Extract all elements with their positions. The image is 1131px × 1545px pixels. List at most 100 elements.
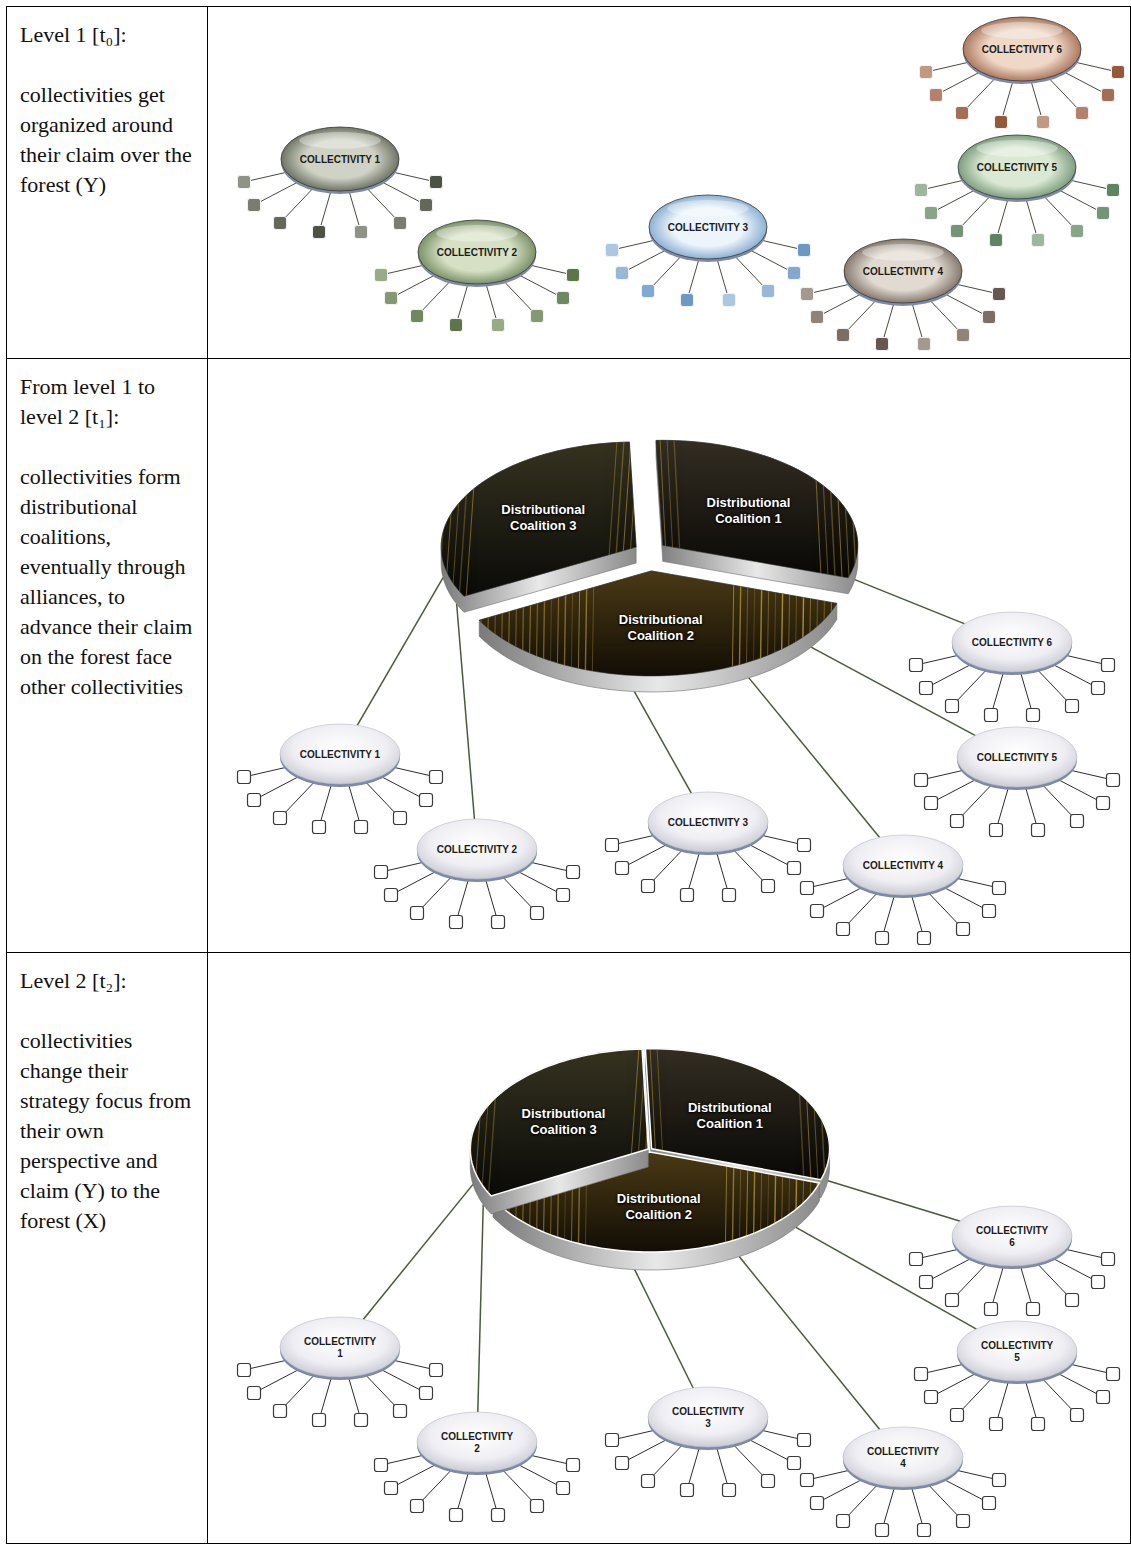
alliance-line <box>811 647 975 735</box>
forest-streak <box>739 568 741 694</box>
coalition-slice: Distributional Coalition 3 <box>468 1047 651 1216</box>
member-square <box>1071 815 1084 828</box>
member-square <box>946 1294 959 1307</box>
member-square <box>811 905 824 918</box>
member-square <box>411 310 424 323</box>
member-square <box>1027 1303 1040 1316</box>
member-square <box>616 1457 629 1470</box>
member-square <box>915 1368 928 1381</box>
forest-streak <box>626 440 638 615</box>
stage-description: collectivities change their strategy foc… <box>20 1026 199 1236</box>
member-square <box>983 905 996 918</box>
member-square <box>993 288 1006 301</box>
member-square <box>1097 1391 1110 1404</box>
member-square <box>925 207 938 220</box>
member-square <box>450 319 463 332</box>
forest-streak <box>816 1149 818 1272</box>
member-square <box>1032 234 1045 247</box>
collectivity-ellipse: COLLECTIVITY 2 <box>416 1410 538 1476</box>
stage-heading: From level 1 to level 2 [t₁]: <box>20 372 199 432</box>
gloss-highlight <box>299 132 381 149</box>
plain-disc <box>952 1206 1072 1266</box>
forest-streak <box>451 440 463 615</box>
collectivity-ellipse: COLLECTIVITY 2 <box>416 817 538 883</box>
forest-streak <box>802 568 804 694</box>
plain-disc <box>280 724 400 784</box>
member-square <box>915 774 928 787</box>
forest-streak <box>753 568 755 694</box>
forest-streak <box>641 1047 653 1216</box>
member-square <box>957 1515 970 1528</box>
forest-streak <box>814 438 822 596</box>
forest-streak <box>444 440 456 615</box>
member-square <box>531 907 544 920</box>
collectivity-label: COLLECTIVITY 2 <box>437 844 517 856</box>
member-square <box>385 1482 398 1495</box>
member-square <box>1097 207 1110 220</box>
collectivity-ellipse: COLLECTIVITY 1 <box>279 1315 401 1381</box>
forest-streak <box>465 440 477 615</box>
collectivity-label: COLLECTIVITY 1 <box>300 154 380 166</box>
forest-streak <box>821 438 829 596</box>
member-square <box>956 107 969 120</box>
member-square <box>681 1484 694 1497</box>
member-square <box>492 1509 505 1522</box>
member-square <box>420 794 433 807</box>
collectivity-ellipse: COLLECTIVITY 6 <box>962 15 1082 85</box>
collectivity-ellipse: COLLECTIVITY 3 <box>647 1385 769 1451</box>
gloss-highlight <box>436 225 518 242</box>
forest-streak <box>466 1047 478 1216</box>
collectivity-label: COLLECTIVITY 5 <box>981 1340 1053 1364</box>
forest-streak <box>605 440 617 615</box>
plain-disc <box>417 1412 537 1472</box>
member-square <box>1107 1368 1120 1381</box>
member-square <box>930 89 943 102</box>
collectivity-label: COLLECTIVITY 2 <box>441 1431 513 1455</box>
member-square <box>990 824 1003 837</box>
forest-streak <box>849 438 857 596</box>
member-square <box>762 880 775 893</box>
member-square <box>1071 225 1084 238</box>
member-square <box>531 310 544 323</box>
member-square <box>1102 659 1115 672</box>
forest-streak <box>828 438 836 596</box>
member-square <box>557 889 570 902</box>
collectivity-ellipse: COLLECTIVITY 4 <box>843 237 963 307</box>
member-square <box>274 217 287 230</box>
member-square <box>238 771 251 784</box>
forest-streak <box>774 568 776 694</box>
member-square <box>642 285 655 298</box>
collectivity-label: COLLECTIVITY 1 <box>304 1336 376 1360</box>
member-square <box>313 1414 326 1427</box>
forest-streak <box>774 1149 776 1272</box>
member-square <box>798 1434 811 1447</box>
plain-disc <box>957 1321 1077 1381</box>
member-square <box>723 1484 736 1497</box>
table-rule <box>7 952 1131 953</box>
member-square <box>313 226 326 239</box>
member-square <box>837 1515 850 1528</box>
member-square <box>910 659 923 672</box>
member-square <box>355 1414 368 1427</box>
member-square <box>642 880 655 893</box>
member-square <box>995 116 1008 129</box>
member-square <box>920 1276 933 1289</box>
member-square <box>411 1500 424 1513</box>
forest-streak <box>795 568 797 694</box>
forest-streak <box>802 1149 804 1272</box>
forest-streak <box>585 568 587 694</box>
alliance-line <box>478 1204 483 1412</box>
member-square <box>248 794 261 807</box>
coalition-label: Distributional Coalition 3 <box>505 1106 621 1138</box>
forest-streak <box>619 440 631 615</box>
member-square <box>606 839 619 852</box>
member-square <box>762 285 775 298</box>
member-square <box>837 923 850 936</box>
member-square <box>1107 184 1120 197</box>
slice-rim <box>470 1049 648 1214</box>
coalition-label: Distributional Coalition 1 <box>672 1100 788 1132</box>
photo-disc <box>963 17 1081 81</box>
table-rule <box>207 7 208 1544</box>
alliance-line <box>855 580 965 624</box>
forest-streak <box>578 568 580 694</box>
